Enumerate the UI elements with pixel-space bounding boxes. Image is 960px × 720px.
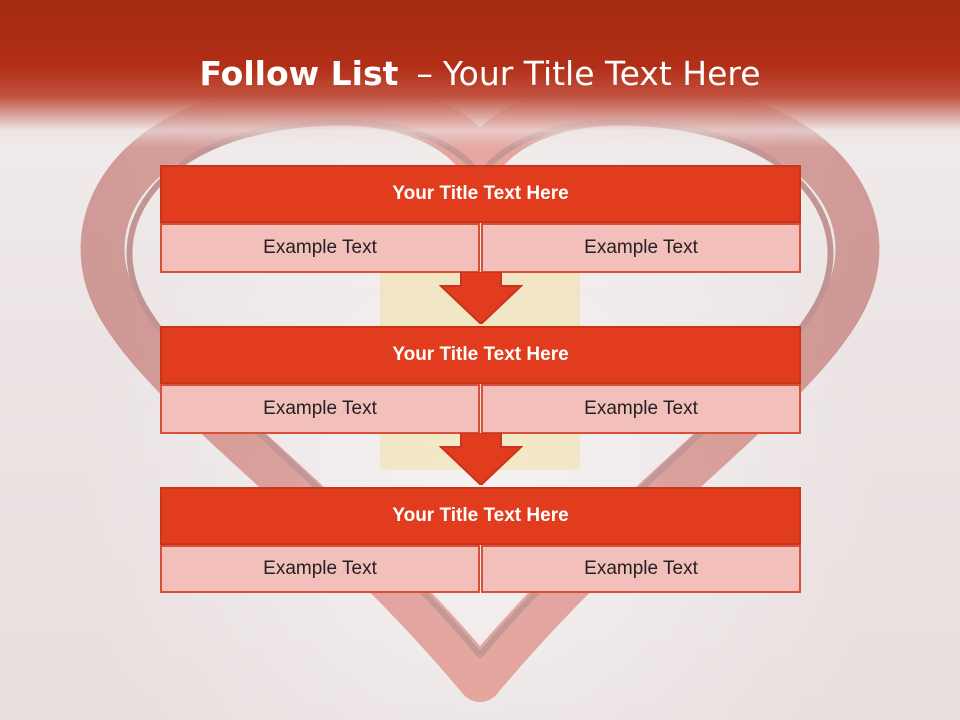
slide-title-rest: Your Title Text Here <box>442 54 761 93</box>
block-title: Your Title Text Here <box>160 326 801 384</box>
slide-title-separator: – <box>416 54 433 93</box>
block-cell-left: Example Text <box>160 545 480 593</box>
slide-title-bold: Follow List <box>199 54 399 93</box>
down-arrow-icon <box>439 272 523 324</box>
block-title: Your Title Text Here <box>160 487 801 545</box>
list-block-2: Your Title Text Here Example Text Exampl… <box>160 326 801 434</box>
block-cell-left: Example Text <box>160 384 480 434</box>
title-bar <box>0 0 960 148</box>
block-cell-right: Example Text <box>481 545 801 593</box>
slide-title: Follow List–Your Title Text Here <box>0 54 960 93</box>
block-cell-right: Example Text <box>481 384 801 434</box>
down-arrow-icon <box>439 433 523 485</box>
list-block-3: Your Title Text Here Example Text Exampl… <box>160 487 801 593</box>
block-cell-right: Example Text <box>481 223 801 273</box>
block-title: Your Title Text Here <box>160 165 801 223</box>
list-block-1: Your Title Text Here Example Text Exampl… <box>160 165 801 273</box>
block-cell-left: Example Text <box>160 223 480 273</box>
